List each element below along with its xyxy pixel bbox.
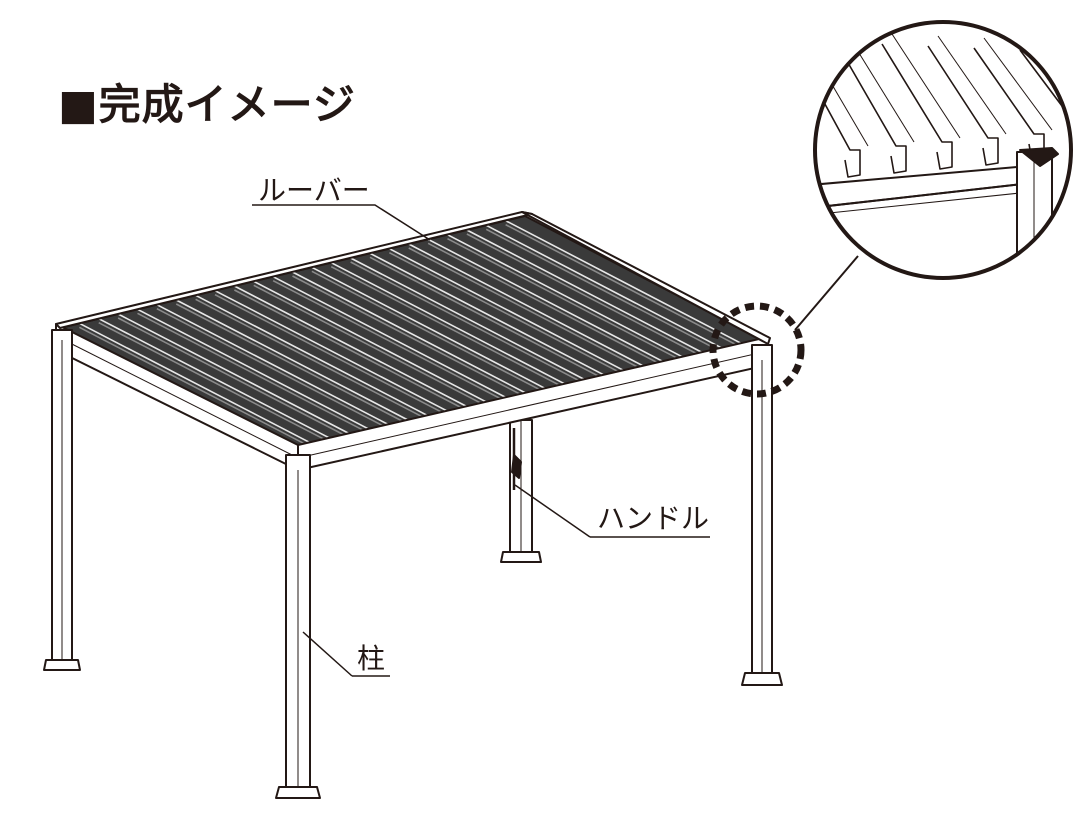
leader-lines xyxy=(252,204,710,677)
magnifier-circle-icon xyxy=(813,20,1073,280)
post-front-right xyxy=(741,344,783,686)
post-front-left xyxy=(43,329,81,671)
post-back-right xyxy=(500,419,542,563)
page-title: ■完成イメージ xyxy=(58,80,356,129)
detail-marker-icon xyxy=(709,302,805,398)
magnified-detail xyxy=(815,22,1071,278)
handle-label: ハンドル xyxy=(597,502,710,535)
post-front-center xyxy=(275,454,321,799)
louver-label: ルーバー xyxy=(258,174,370,207)
pillar-label: 柱 xyxy=(357,642,386,675)
zoom-connector xyxy=(794,255,859,331)
handle xyxy=(511,428,522,490)
